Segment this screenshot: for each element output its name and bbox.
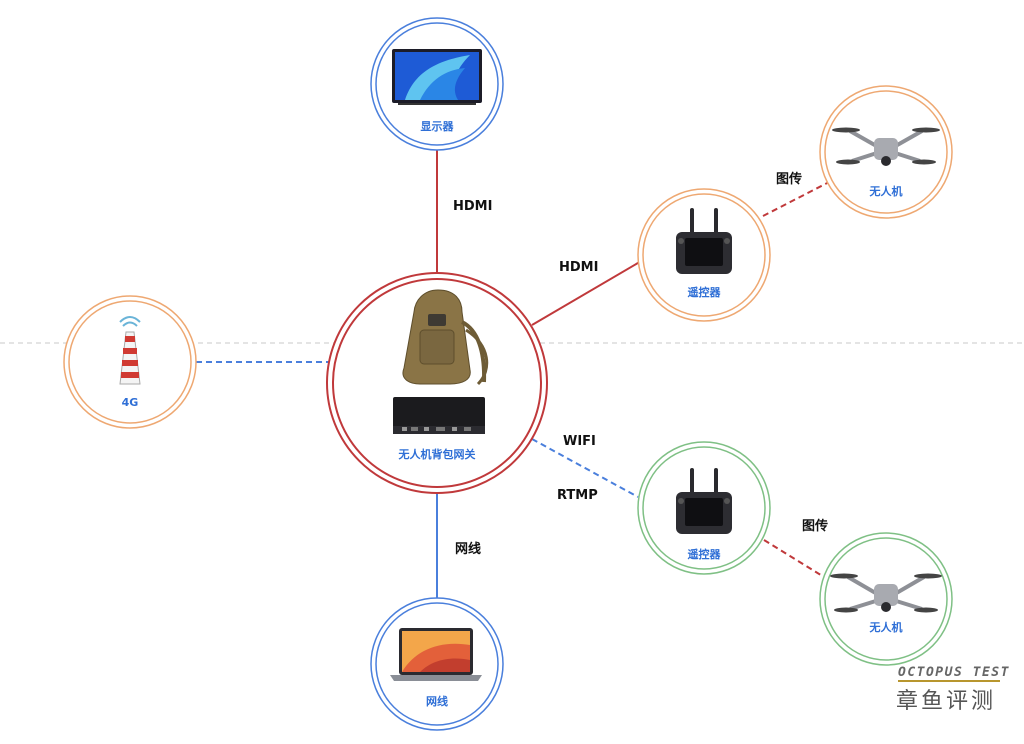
edge-label-ethernet: 网线 xyxy=(455,541,481,557)
edge-label-hdmi-display: HDMI xyxy=(453,199,492,214)
edge-label-video-bottom: 图传 xyxy=(802,518,828,534)
tv-monitor-icon xyxy=(392,49,482,105)
remote-controller-icon xyxy=(676,468,732,534)
remote-top-node: 遥控器 xyxy=(637,188,771,322)
display-label: 显示器 xyxy=(421,120,455,133)
remote-controller-icon xyxy=(676,208,732,274)
gateway-node: 无人机背包网关 xyxy=(326,272,548,494)
cell-tower-icon xyxy=(119,316,141,385)
edge-label-video-top: 图传 xyxy=(776,171,802,187)
drone-icon xyxy=(830,573,942,613)
watermark: OCTOPUS TEST 章鱼评测 xyxy=(896,665,1010,714)
laptop-icon xyxy=(390,628,482,681)
display-node: 显示器 xyxy=(370,17,504,151)
drone-top-label: 无人机 xyxy=(869,184,903,198)
remote-bottom-node: 遥控器 xyxy=(637,441,771,575)
gateway-label: 无人机背包网关 xyxy=(398,447,476,461)
drone-top-node: 无人机 xyxy=(819,85,953,219)
laptop-node: 网线 xyxy=(370,597,504,731)
drone-bottom-label: 无人机 xyxy=(869,620,903,634)
edge-label-rtmp: RTMP xyxy=(557,488,598,503)
edge-gateway-remote-top xyxy=(531,259,644,326)
drone-icon xyxy=(832,127,940,166)
edge-label-hdmi-remote: HDMI xyxy=(559,260,598,275)
edge-remote-drone-bottom xyxy=(763,539,825,578)
drone-bottom-node: 无人机 xyxy=(819,532,953,666)
watermark-cn: 章鱼评测 xyxy=(896,689,996,714)
edge-gateway-remote-bottom xyxy=(531,438,639,498)
watermark-underline xyxy=(898,680,1000,682)
modem-4g-label: 4G xyxy=(122,396,139,409)
edge-remote-drone-top xyxy=(762,179,834,217)
laptop-label: 网线 xyxy=(426,694,448,708)
backpack-gateway-icon xyxy=(393,289,489,434)
modem-4g-node: 4G xyxy=(63,295,197,429)
remote-bottom-label: 遥控器 xyxy=(688,547,722,561)
remote-top-label: 遥控器 xyxy=(688,285,722,299)
watermark-en: OCTOPUS TEST xyxy=(898,665,1010,680)
edge-label-wifi: WIFI xyxy=(563,434,596,449)
